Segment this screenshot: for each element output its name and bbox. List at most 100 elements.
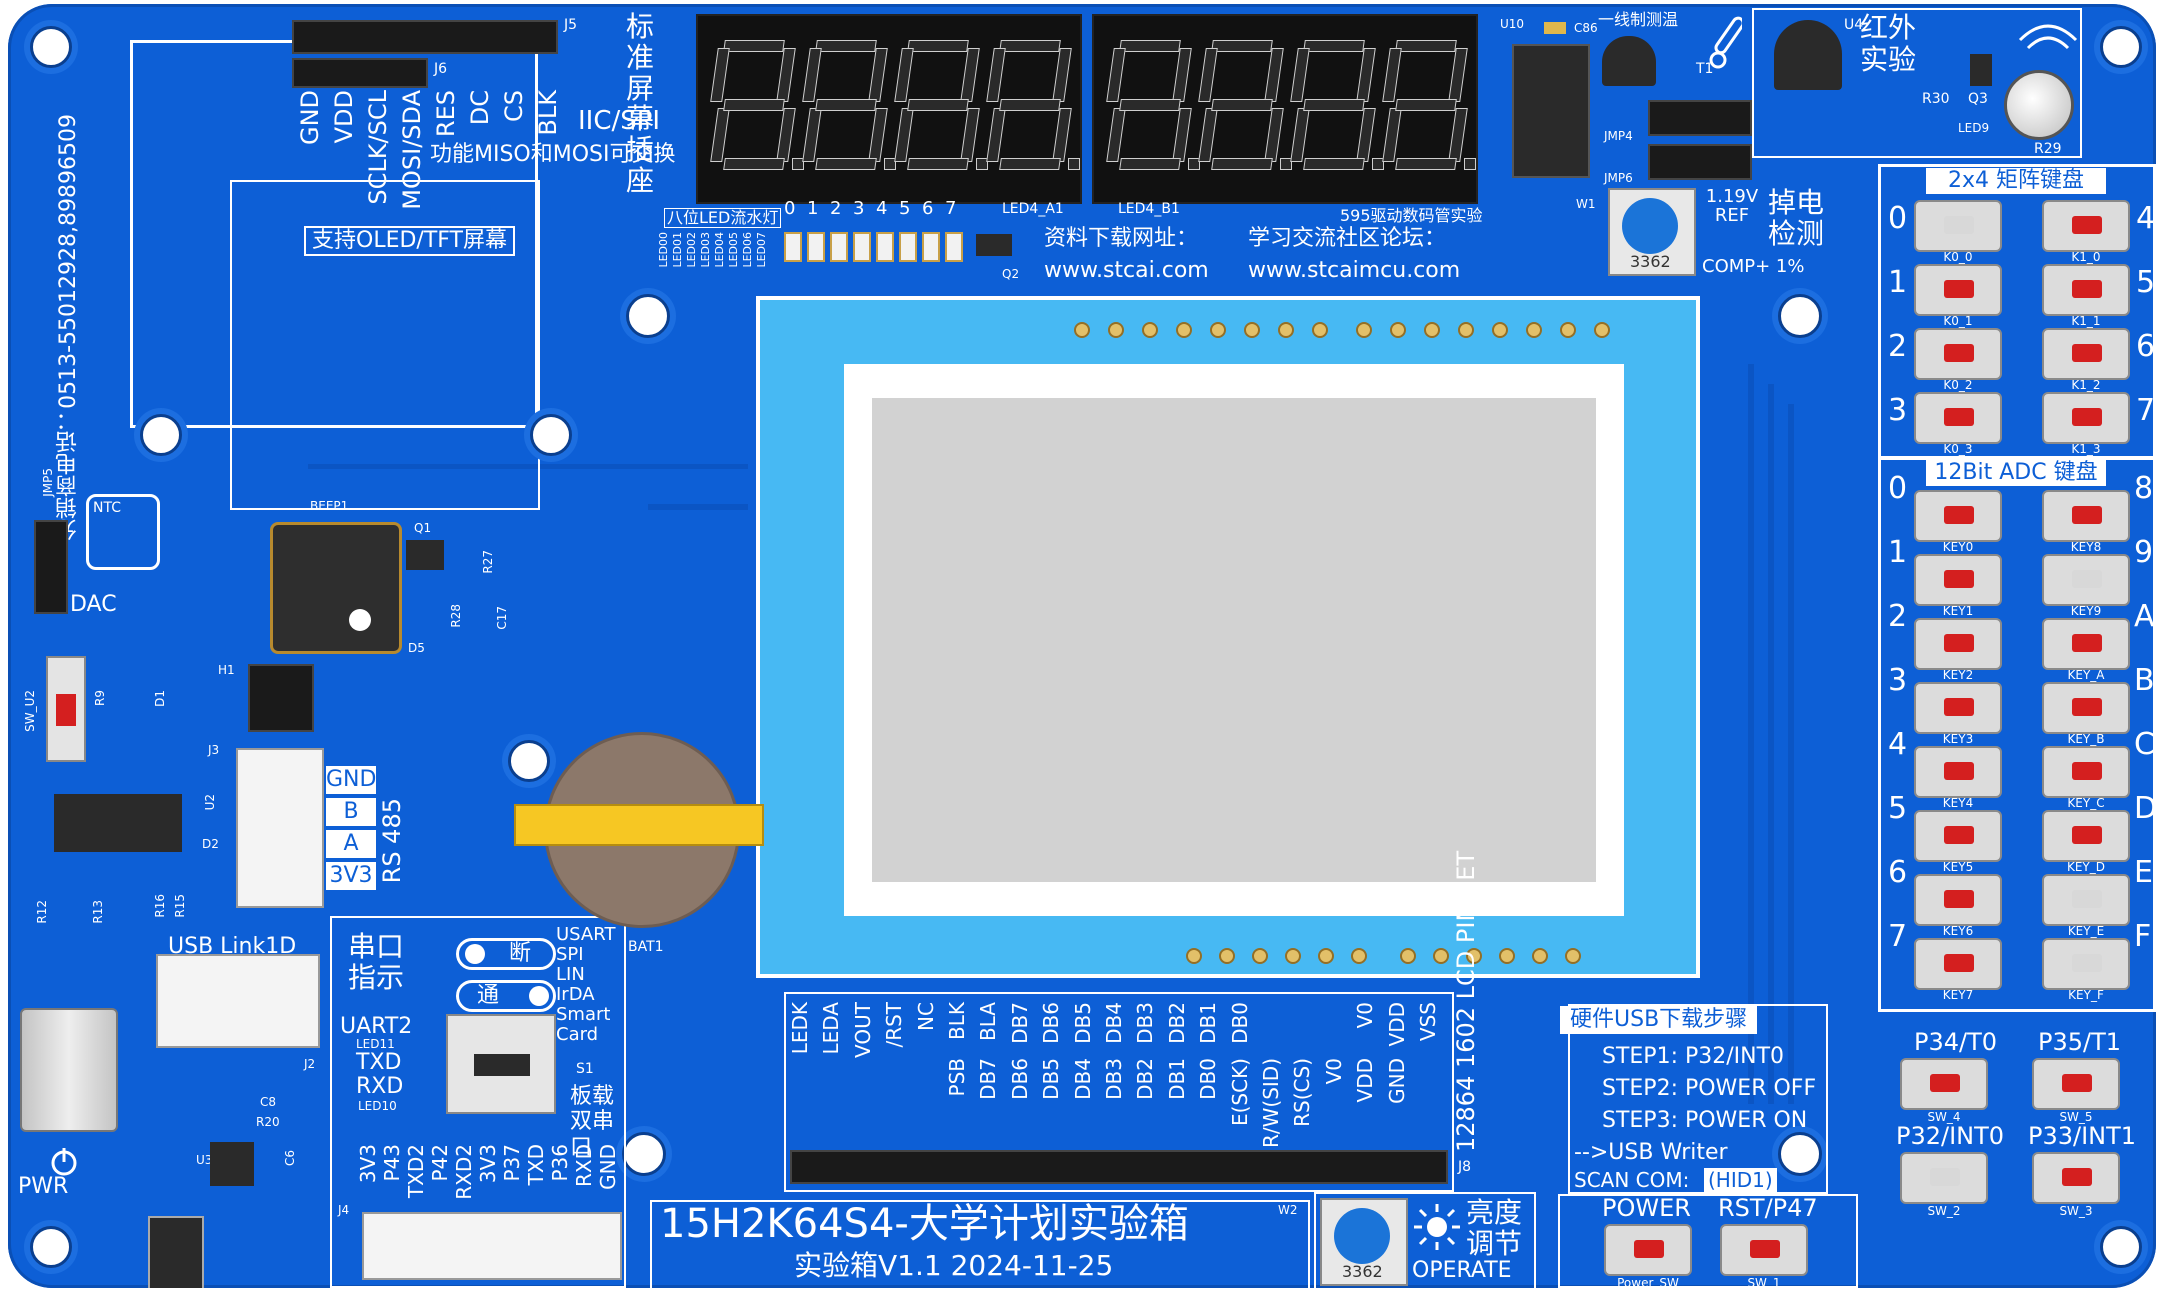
lcd-pin-label-bottom: DB0 <box>1196 1058 1221 1100</box>
adc-key[interactable] <box>2042 682 2130 734</box>
adc-key[interactable] <box>1914 810 2002 862</box>
key-p32[interactable] <box>1900 1152 1988 1204</box>
matrix-key[interactable] <box>2042 264 2130 316</box>
seven-segment-digit <box>1290 40 1384 170</box>
uart-pin-label: RXD2 <box>452 1144 476 1200</box>
adc-key[interactable] <box>1914 490 2002 542</box>
adc-key[interactable] <box>2042 618 2130 670</box>
matrix-key[interactable] <box>2042 392 2130 444</box>
key-p35[interactable] <box>2032 1058 2120 1110</box>
lcd-pin-label-top: V0 <box>1353 1002 1378 1029</box>
lcd-pin <box>1108 322 1124 338</box>
adc-key[interactable] <box>2042 490 2130 542</box>
uart-pin-label: TXD2 <box>404 1144 428 1199</box>
mounting-hole <box>622 1132 666 1176</box>
matrix-key[interactable] <box>2042 200 2130 252</box>
lcd-bottom-pins <box>1186 948 1606 964</box>
label-r13: R13 <box>91 900 105 924</box>
ic-u10 <box>1512 44 1590 178</box>
uart-pin-label: P42 <box>428 1144 452 1182</box>
label-d2: D2 <box>202 837 219 851</box>
mounting-hole <box>508 740 550 782</box>
led-name: LED02 <box>685 232 698 268</box>
adc-key[interactable] <box>1914 682 2002 734</box>
adc-key[interactable] <box>2042 746 2130 798</box>
usb-scan-com: SCAN COM: <box>1574 1168 1690 1192</box>
uart2-label: UART2 <box>340 1014 413 1039</box>
adc-key-number: 3 <box>1888 663 1908 698</box>
lcd-pin-label-top: DB5 <box>1070 1002 1095 1044</box>
led-index: 6 <box>922 198 934 219</box>
matrix-key[interactable] <box>1914 328 2002 380</box>
matrix-key[interactable] <box>2042 328 2130 380</box>
label-r9: R9 <box>93 690 107 706</box>
key-p34-label: P34/T0 <box>1914 1028 1998 1056</box>
reset-key[interactable] <box>1720 1224 1808 1276</box>
header-j8 <box>790 1150 1448 1184</box>
adc-key[interactable] <box>2042 874 2130 926</box>
lcd-pin-label-bottom: VDD <box>1353 1058 1378 1103</box>
led-name: LED00 <box>657 232 670 268</box>
adc-key[interactable] <box>2042 554 2130 606</box>
label-power-sw: Power_SW <box>1617 1276 1679 1288</box>
adc-key[interactable] <box>1914 554 2002 606</box>
battery-contact <box>514 804 764 846</box>
led <box>876 232 894 262</box>
led-index: 2 <box>830 198 842 219</box>
uart-slide-switch[interactable] <box>446 1014 556 1114</box>
adc-key[interactable] <box>1914 874 2002 926</box>
adc-key-label: KEY9 <box>2070 604 2102 618</box>
buzzer-beep1 <box>270 522 402 654</box>
lcd-pin-label-bottom: RS(CS) <box>1290 1058 1315 1127</box>
adc-key[interactable] <box>1914 746 2002 798</box>
led-index: 1 <box>807 198 819 219</box>
adc-key[interactable] <box>1914 938 2002 990</box>
label-j6: J6 <box>434 61 448 77</box>
transistor-q1 <box>406 540 444 570</box>
uart-on-toggle[interactable]: 通 <box>456 980 556 1012</box>
lcd-pin-label-top: LEDA <box>819 1002 844 1055</box>
adc-key[interactable] <box>2042 810 2130 862</box>
usb-c-port[interactable] <box>20 1008 118 1132</box>
label-led4-a1: LED4_A1 <box>1002 201 1064 217</box>
uart-off-toggle[interactable]: 断 <box>456 938 556 970</box>
matrix-row-number: 6 <box>2136 329 2156 364</box>
key-p33[interactable] <box>2032 1152 2120 1204</box>
title-outline <box>650 1200 1310 1288</box>
matrix-key[interactable] <box>1914 264 2002 316</box>
key-p33-label: P33/INT1 <box>2028 1122 2137 1150</box>
power-comp: COMP+ 1% <box>1702 256 1805 277</box>
pwr-label: PWR <box>18 1174 69 1199</box>
adc-key-label: KEY_F <box>2068 988 2104 1002</box>
power-key[interactable] <box>1604 1224 1692 1276</box>
led-index: 7 <box>945 198 957 219</box>
adc-key[interactable] <box>2042 938 2130 990</box>
label-w1: W1 <box>1576 197 1596 211</box>
label-c8: C8 <box>260 1095 277 1109</box>
adc-key-number: D <box>2134 791 2156 826</box>
potentiometer-w2[interactable]: 3362 <box>1320 1198 1408 1286</box>
label-d5: D5 <box>408 641 425 655</box>
matrix-key[interactable] <box>1914 200 2002 252</box>
lcd-pin <box>1252 948 1268 964</box>
infrared-outline <box>1752 8 2082 158</box>
adc-key-number: 6 <box>1888 855 1908 890</box>
led-name: LED05 <box>727 232 740 268</box>
rs485-pin-label: 3V3 <box>326 862 376 890</box>
key-p34[interactable] <box>1900 1058 1988 1110</box>
lcd-pin <box>1186 948 1202 964</box>
switch-sw-u2[interactable] <box>46 656 86 762</box>
lcd-pin <box>1390 322 1406 338</box>
label-j8: J8 <box>1458 1159 1472 1175</box>
lcd-pin <box>1594 322 1610 338</box>
matrix-key[interactable] <box>1914 392 2002 444</box>
potentiometer-w1[interactable]: 3362 <box>1608 188 1696 276</box>
matrix-key-label: K0_2 <box>1943 378 1973 392</box>
adc-key[interactable] <box>1914 618 2002 670</box>
led <box>945 232 963 262</box>
uart-pin-label: 3V3 <box>356 1144 380 1184</box>
uart-pin-label: GND <box>596 1144 620 1190</box>
lcd-pin-label-top: VDD <box>1384 1002 1409 1047</box>
adc-key-label: KEY_D <box>2066 860 2106 874</box>
